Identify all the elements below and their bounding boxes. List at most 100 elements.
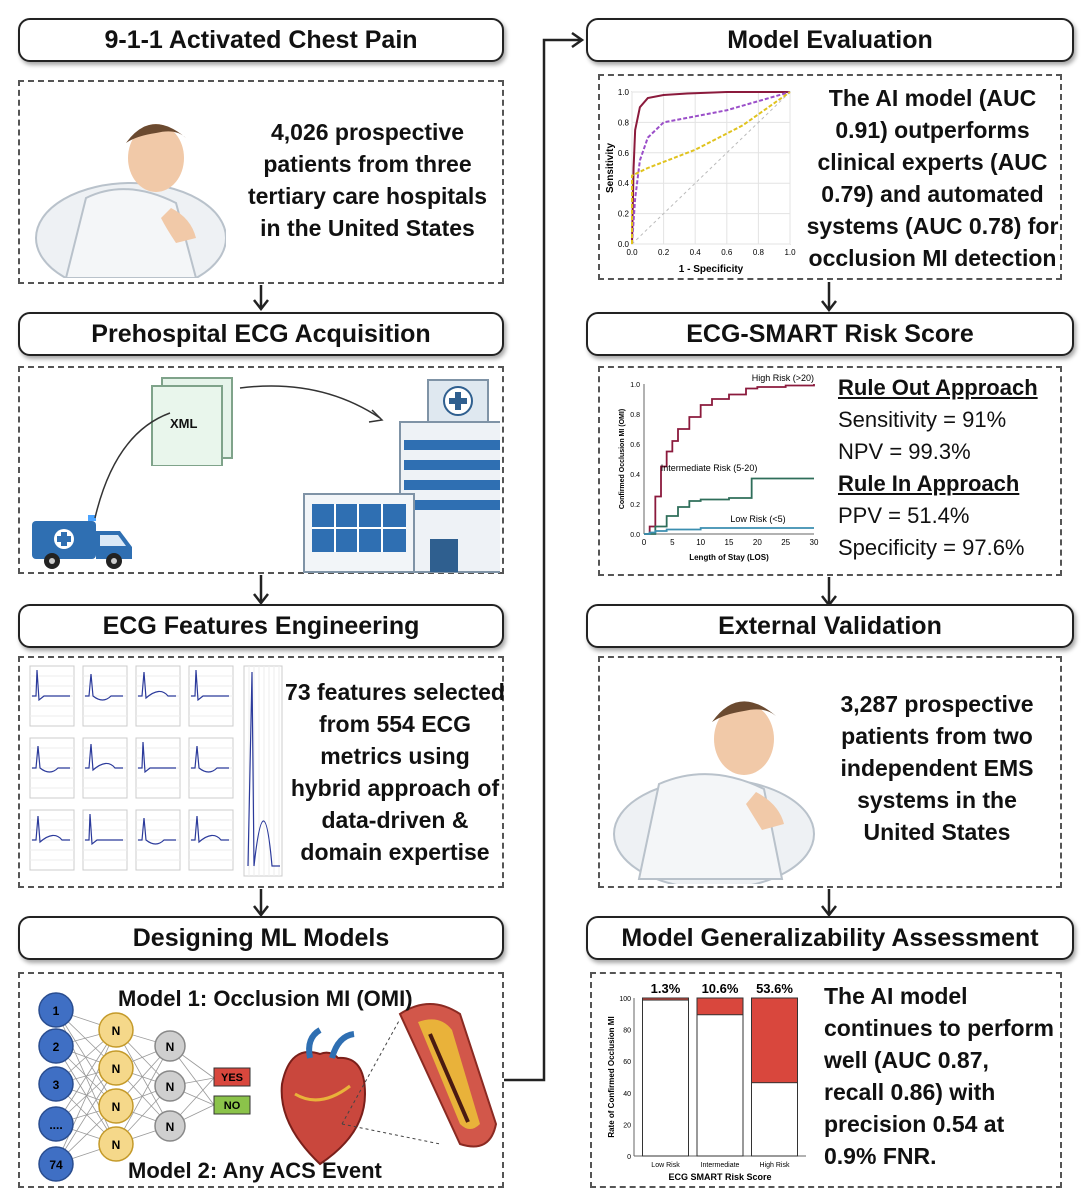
patients-text: 4,026 prospective patients from three te… (247, 119, 488, 241)
nn-edge (55, 1067, 117, 1165)
bar-value-label: 10.6% (702, 981, 739, 996)
x-tick-label: Low Risk (651, 1162, 680, 1169)
x-axis-label: ECG SMART Risk Score (668, 1172, 771, 1182)
y-tick-label: 0.8 (618, 118, 630, 127)
header-ml-models: Designing ML Models (18, 916, 504, 960)
panel-patients: 4,026 prospective patients from three te… (18, 80, 504, 284)
nn-edge (115, 1029, 171, 1127)
x-tick-label: High Risk (760, 1162, 790, 1169)
x-tick-label: 25 (781, 538, 790, 547)
y-tick-label: 100 (619, 996, 631, 1003)
hidden-node-label: N (166, 1080, 175, 1094)
ecg-trace (85, 813, 123, 846)
y-tick-label: 0.2 (630, 502, 640, 509)
ecg-trace (138, 671, 176, 700)
hidden-node-2 (154, 1070, 186, 1102)
panel-external-validation: 3,287 prospective patients from two inde… (598, 656, 1062, 888)
risk-score-metrics: Rule Out Approach Sensitivity = 91% NPV … (838, 372, 1038, 564)
x-tick-label: 10 (696, 538, 705, 547)
roc-chart: 0.00.00.20.20.40.40.60.60.80.81.01.01 - … (605, 88, 796, 275)
x-tick-label: 1.0 (784, 248, 796, 257)
y-tick-label: 40 (623, 1091, 631, 1098)
x-tick-label: 0.2 (658, 248, 670, 257)
hidden-node-2 (154, 1030, 186, 1062)
hidden-node-label: N (112, 1062, 121, 1076)
hidden-node-label: N (112, 1138, 121, 1152)
input-node-label: 2 (53, 1040, 60, 1054)
ecg-trace (191, 669, 229, 702)
diagonal-reference (631, 91, 791, 245)
yes-output (213, 1067, 251, 1087)
input-node (38, 992, 74, 1028)
x-tick-label: 0.4 (690, 248, 702, 257)
hidden-node-label: N (112, 1024, 121, 1038)
arrow-down-3 (253, 889, 269, 917)
arrow-down-2 (253, 575, 269, 605)
header-ecg-features: ECG Features Engineering (18, 604, 504, 648)
hidden-node-2 (154, 1110, 186, 1142)
zoom-line (341, 1123, 441, 1145)
km-series-2 (644, 477, 814, 535)
connector-arrow (504, 31, 585, 1082)
roc-series-2 (631, 91, 791, 245)
bar-omi-rate (751, 997, 798, 1084)
x-tick-label: 20 (753, 538, 762, 547)
x-tick-label: 5 (670, 538, 675, 547)
y-tick-label: 1.0 (630, 382, 640, 389)
input-node (38, 1106, 74, 1142)
npv-value: NPV = 99.3% (838, 439, 971, 464)
header-chest-pain: 9-1-1 Activated Chest Pain (18, 18, 504, 62)
panel-features: 73 features selected from 554 ECG metric… (18, 656, 505, 888)
ambulance-icon (32, 515, 132, 569)
external-validation-text: 3,287 prospective patients from two inde… (840, 691, 1034, 845)
y-axis-label: Confirmed Occlusion MI (OMI) (619, 409, 626, 509)
ecg-trace (138, 817, 176, 845)
roc-series-1 (631, 91, 790, 245)
y-tick-label: 0.0 (618, 240, 630, 249)
ecg-trace (247, 671, 280, 867)
rule-out-heading: Rule Out Approach (838, 375, 1038, 400)
patient-illustration-2 (613, 701, 815, 884)
series-label: Low Risk (<5) (730, 514, 785, 524)
input-node (38, 1028, 74, 1064)
input-node-label: 74 (49, 1158, 63, 1172)
y-axis-label: Sensitivity (605, 143, 616, 193)
specificity-value: Specificity = 97.6% (838, 535, 1025, 560)
ecg-trace (138, 741, 176, 774)
ecg-trace (32, 815, 70, 844)
y-tick-label: 0 (627, 1154, 631, 1161)
hidden-node (98, 1126, 134, 1162)
x-tick-label: 15 (725, 538, 734, 547)
heart-vessels (306, 1027, 355, 1059)
x-tick-label: 0.6 (721, 248, 733, 257)
header-model-evaluation: Model Evaluation (586, 18, 1074, 62)
header-ecg-acquisition: Prehospital ECG Acquisition (18, 312, 504, 356)
evaluation-text: The AI model (AUC 0.91) outperforms clin… (806, 85, 1059, 271)
hidden-node-label: N (112, 1100, 121, 1114)
header-external-validation: External Validation (586, 604, 1074, 648)
header-generalizability: Model Generalizability Assessment (586, 916, 1074, 960)
nn-edge (55, 1029, 117, 1165)
no-output (213, 1095, 251, 1115)
xml-label: XML (170, 416, 198, 431)
x-tick-label: 0 (642, 538, 647, 547)
y-tick-label: 0.2 (618, 210, 630, 219)
x-tick-label: 0.8 (753, 248, 765, 257)
km-series-3 (644, 527, 814, 535)
occlusion (428, 1033, 470, 1123)
input-node (38, 1066, 74, 1102)
x-tick-label: Intermediate (701, 1162, 740, 1169)
coronary-artery (294, 1084, 351, 1102)
input-node (38, 1146, 74, 1182)
hospital-icon (303, 379, 500, 573)
bar-value-label: 53.6% (756, 981, 793, 996)
arrow-down-4 (821, 282, 837, 312)
roc-series-3 (631, 91, 791, 244)
bar-omi-rate (696, 997, 744, 1016)
